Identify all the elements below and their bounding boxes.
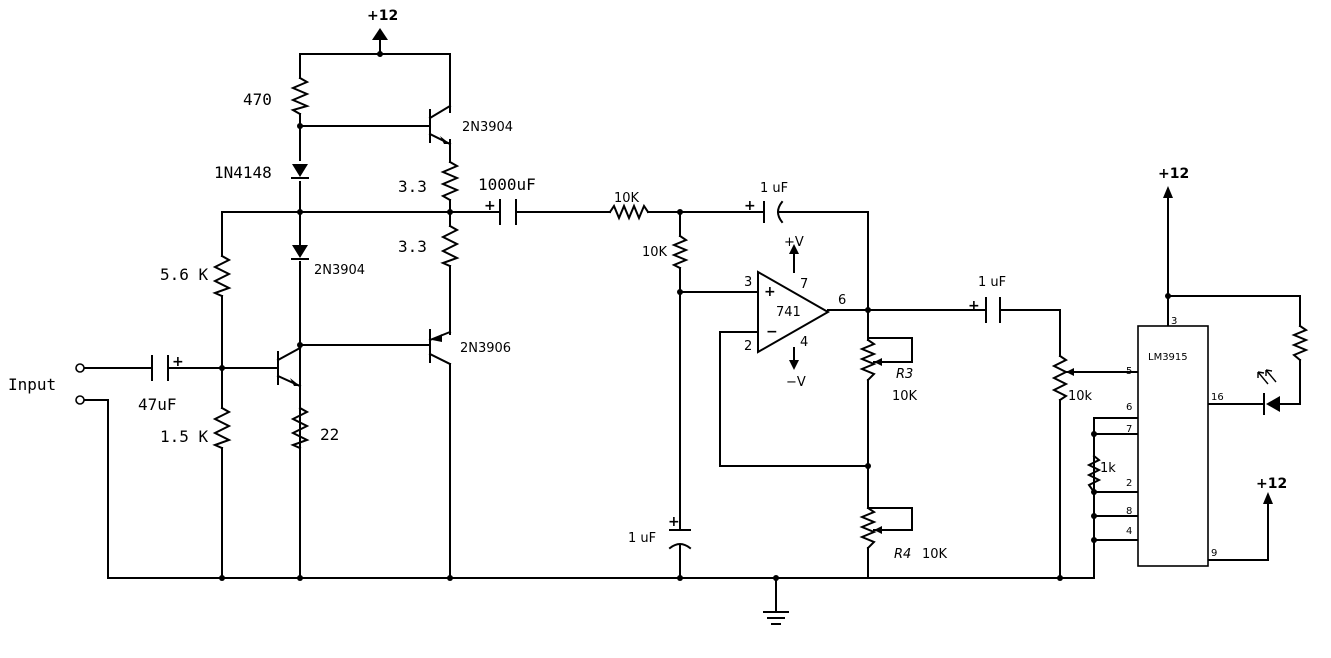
label-opamp-plus: + xyxy=(764,284,776,300)
opamp-741 xyxy=(757,270,831,354)
label-c1u-out: 1 uF xyxy=(978,275,1006,290)
resistor-5-6k xyxy=(212,254,232,298)
capacitor-1uf-feedback xyxy=(763,200,784,224)
resistor-10k-shunt xyxy=(671,234,689,270)
label-pin3: 3 xyxy=(744,275,752,290)
label-d1: 1N4148 xyxy=(214,163,272,182)
led-icon xyxy=(1257,369,1280,415)
label-q1: 2N3904 xyxy=(462,120,513,135)
vplus-arrow xyxy=(789,244,799,263)
diode-2n3904 xyxy=(291,245,309,260)
label-pin2: 2 xyxy=(744,339,752,354)
label-c1000: 1000uF xyxy=(478,175,536,194)
supply-arrow-right xyxy=(1163,186,1173,198)
transistor-q3 xyxy=(276,346,302,388)
label-r1k: 1k xyxy=(1100,461,1116,476)
label-vplus: +V xyxy=(784,235,804,250)
capacitor-1000uf xyxy=(499,199,517,225)
label-r3: R3 xyxy=(896,367,913,382)
label-lm-chip: LM3915 xyxy=(1148,352,1188,363)
resistor-470 xyxy=(290,76,310,116)
label-lm-pin9: 9 xyxy=(1211,548,1217,559)
label-opamp: 741 xyxy=(776,305,801,320)
label-d2: 2N3904 xyxy=(314,263,365,278)
label-r22: 22 xyxy=(320,425,339,444)
label-r4: R4 xyxy=(894,547,911,562)
resistor-1k xyxy=(1086,454,1102,494)
resistor-10k-series xyxy=(608,203,650,221)
label-c1u-out-plus: + xyxy=(968,298,980,314)
junctions xyxy=(219,51,1171,581)
label-q2: 2N3906 xyxy=(460,341,511,356)
label-lm-pin3: 3 xyxy=(1171,316,1177,327)
label-r470: 470 xyxy=(243,90,272,109)
diode-1n4148 xyxy=(291,164,309,179)
capacitor-47uf xyxy=(151,355,169,381)
label-supply-top: +12 xyxy=(367,8,398,24)
label-r15k: 1.5 K xyxy=(160,427,209,446)
label-c1u-gnd-plus: + xyxy=(668,514,680,530)
capacitor-1uf-ground xyxy=(668,529,692,550)
resistor-22 xyxy=(290,406,310,450)
label-c47-plus: + xyxy=(172,354,184,370)
transistor-q1 xyxy=(428,104,452,146)
label-c1u-fb: 1 uF xyxy=(760,181,788,196)
label-lm-pin7: 7 xyxy=(1126,424,1132,435)
label-r33a: 3.3 xyxy=(398,177,427,196)
label-c1000-plus: + xyxy=(484,198,496,214)
label-lm-pin8: 8 xyxy=(1126,506,1132,517)
potentiometer-10k xyxy=(1051,354,1074,402)
label-pin7: 7 xyxy=(800,277,808,292)
lm3915-chip xyxy=(1137,325,1209,567)
label-pin6: 6 xyxy=(838,293,846,308)
label-input: Input xyxy=(8,375,56,394)
supply-arrow-top xyxy=(372,28,388,40)
label-pin4: 4 xyxy=(800,335,808,350)
label-lm-pin2: 2 xyxy=(1126,478,1132,489)
label-r3-val: 10K xyxy=(892,389,918,404)
label-supply-right2: +12 xyxy=(1256,476,1287,492)
label-vminus: −V xyxy=(786,375,806,390)
label-r56k: 5.6 K xyxy=(160,265,209,284)
label-lm-pin6: 6 xyxy=(1126,402,1132,413)
label-c47: 47uF xyxy=(138,395,177,414)
label-supply-right: +12 xyxy=(1158,166,1189,182)
label-c1u-gnd: 1 uF xyxy=(628,531,656,546)
capacitor-1uf-output xyxy=(985,297,1001,323)
label-r10k-shunt: 10K xyxy=(642,245,668,260)
resistor-3-3-a xyxy=(440,160,460,202)
resistor-3-3-b xyxy=(440,224,460,268)
resistor-led xyxy=(1291,324,1309,362)
label-opamp-minus: − xyxy=(766,324,778,340)
ground-icon xyxy=(763,611,789,625)
transistor-q2 xyxy=(428,329,452,366)
potentiometer-r3 xyxy=(859,338,882,382)
wires xyxy=(83,39,1301,613)
label-r4-val: 10K xyxy=(922,547,948,562)
potentiometer-r4 xyxy=(859,506,882,550)
resistor-1-5k xyxy=(212,406,232,450)
label-lm-pin4: 4 xyxy=(1126,526,1132,537)
label-r10k-series: 10K xyxy=(614,191,640,206)
label-pot10k: 10k xyxy=(1068,389,1093,404)
label-c1u-fb-plus: + xyxy=(744,198,756,214)
label-lm-pin16: 16 xyxy=(1211,392,1224,403)
input-terminals xyxy=(75,363,85,405)
label-r33b: 3.3 xyxy=(398,237,427,256)
label-lm-pin5: 5 xyxy=(1126,366,1132,377)
vminus-arrow xyxy=(789,360,799,370)
supply-arrow-right2 xyxy=(1263,492,1273,504)
